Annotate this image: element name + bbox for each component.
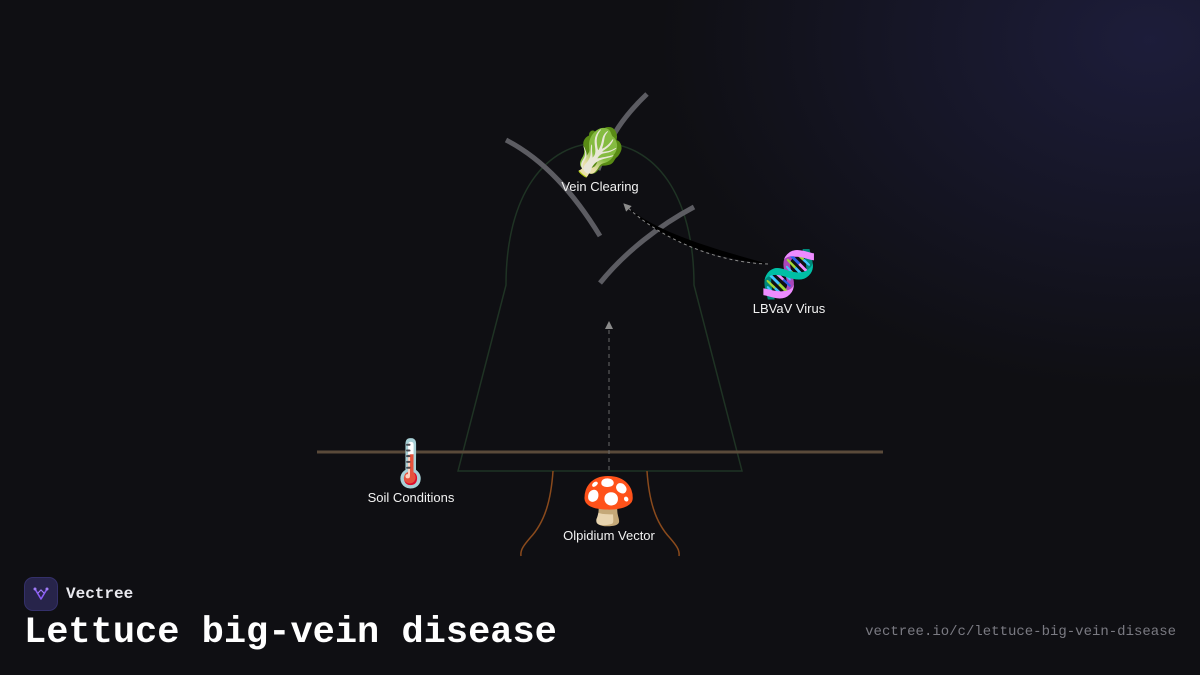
- arrow-virus-to-vein-clearing: [623, 203, 769, 265]
- root-left: [520, 470, 554, 557]
- page-url[interactable]: vectree.io/c/lettuce-big-vein-disease: [865, 624, 1176, 640]
- plant-outline: [457, 142, 743, 472]
- dna-icon: 🧬: [760, 247, 818, 301]
- node-label-olpidium-vector: Olpidium Vector: [563, 528, 655, 543]
- node-label-lbvav-virus: LBVaV Virus: [752, 301, 826, 316]
- vectree-logo-icon: [24, 577, 58, 611]
- vein-upper-right: [595, 92, 649, 171]
- node-lbvav-virus[interactable]: 🧬 LBVaV Virus: [699, 249, 879, 316]
- brand[interactable]: Vectree: [24, 577, 133, 611]
- mushroom-icon: 🍄: [580, 474, 638, 528]
- thermometer-icon: 🌡️: [382, 436, 440, 490]
- vein-lower-right: [598, 204, 696, 285]
- lettuce-icon: 🥬: [571, 125, 629, 179]
- node-vein-clearing[interactable]: 🥬 Vein Clearing: [510, 127, 690, 194]
- node-label-soil-conditions: Soil Conditions: [367, 490, 455, 505]
- brand-name: Vectree: [66, 585, 134, 603]
- page-title: Lettuce big-vein disease: [24, 612, 557, 654]
- node-soil-conditions[interactable]: 🌡️ Soil Conditions: [321, 438, 501, 505]
- vein-left: [504, 137, 603, 238]
- root-right: [646, 470, 680, 557]
- node-olpidium-vector[interactable]: 🍄 Olpidium Vector: [519, 476, 699, 543]
- node-label-vein-clearing: Vein Clearing: [561, 179, 639, 194]
